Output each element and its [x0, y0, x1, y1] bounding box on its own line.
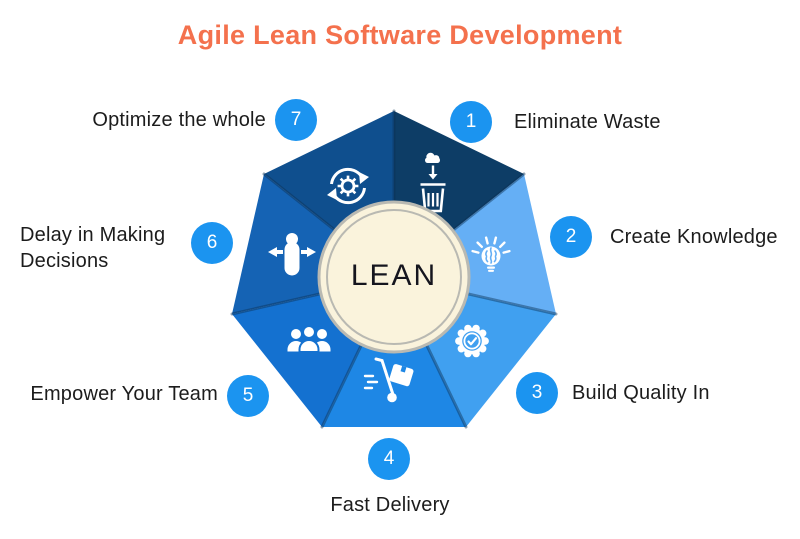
segment-7-label: Optimize the whole — [92, 109, 266, 131]
team-people-icon — [287, 325, 331, 353]
segment-7-number-badge: 7 — [275, 99, 317, 141]
center-lean-label: LEAN — [350, 259, 438, 292]
optimize-cycle-gear-icon — [327, 167, 369, 205]
segment-3-number-badge: 3 — [516, 372, 558, 414]
center-circle-inner-ring — [326, 209, 462, 345]
segment-4-label: Fast Delivery — [330, 494, 450, 516]
segment-1-label: Eliminate Waste — [514, 111, 661, 133]
segment-2-label: Create Knowledge — [610, 226, 778, 248]
brain-grooves — [485, 247, 497, 264]
segment-2-number-badge: 2 — [550, 216, 592, 258]
segment-5-number-badge: 5 — [227, 375, 269, 417]
segment-1-number-badge: 1 — [450, 101, 492, 143]
segment-5-label: Empower Your Team — [30, 383, 218, 405]
segment-4-number-badge: 4 — [368, 438, 410, 480]
segment-6-label: Delay in Making Decisions — [20, 224, 166, 272]
segment-dividers — [230, 109, 558, 429]
segment-3-label: Build Quality In — [572, 382, 710, 404]
team-center-person — [298, 325, 320, 353]
delivery-handtruck-icon — [363, 357, 414, 403]
center-circle — [317, 200, 471, 354]
trash-waste-icon — [420, 152, 446, 213]
lightbulb-brain-icon — [471, 236, 511, 272]
decision-person-arrows-icon — [268, 233, 316, 276]
segment-6-number-badge: 6 — [191, 222, 233, 264]
box-tape — [400, 365, 407, 373]
page-title: Agile Lean Software Development — [177, 20, 623, 50]
quality-badge-check-icon — [455, 324, 489, 358]
